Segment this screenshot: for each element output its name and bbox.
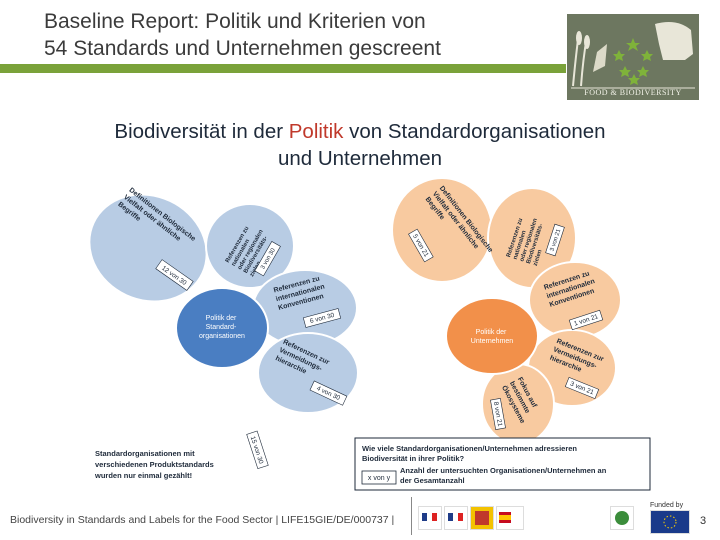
blue-petal-goals (205, 203, 295, 289)
legend-sample-box: x von y (368, 475, 391, 482)
slide-title-line2: 54 Standards und Unternehmen gescreent (44, 37, 441, 60)
policy-diagram: Politik der Standard- organisationen Def… (0, 168, 720, 498)
blue-center-label: Politik der Standard- organisationen (199, 315, 245, 340)
slide-title: Baseline Report: Politik und Kriterien v… (44, 8, 544, 62)
logo-graphic-icon (571, 22, 695, 89)
orange-center (445, 297, 539, 375)
food-biodiversity-logo: FOOD & BIODIVERSITY (567, 14, 699, 100)
logo-text: FOOD & BIODIVERSITY (584, 88, 682, 97)
slide-subtitle: Biodiversität in der Politik von Standar… (20, 118, 700, 172)
legend-explain: Anzahl der untersuchten Organisationen/U… (400, 466, 608, 485)
subtitle-part2: von Standardorganisationen (343, 120, 606, 143)
subtitle-highlight: Politik (288, 120, 344, 143)
footer-divider (411, 497, 412, 535)
partner-logo-ministry-icon (444, 506, 468, 530)
partner-logo-france-icon (418, 506, 442, 530)
partner-logo-dbu-icon (610, 506, 634, 530)
blue-flower: Politik der Standard- organisationen Def… (88, 187, 359, 414)
legend-question: Wie viele Standardorganisationen/Unterne… (362, 444, 579, 463)
slide-title-line1: Baseline Report: Politik und Kriterien v… (44, 10, 426, 33)
orange-flower: Politik der Unternehmen Definitionen Bio… (391, 177, 622, 445)
multi-standards-note: Standardorganisationen mit verschiedenen… (94, 449, 216, 480)
eu-life-logo-icon (650, 510, 690, 534)
blue-center (175, 287, 269, 369)
orange-focus-count: 8 von 21 (492, 401, 503, 427)
orange-center-label: Politik der Unternehmen (471, 329, 514, 345)
footer-project-text: Biodiversity in Standards and Labels for… (10, 514, 395, 526)
partner-logo-spain-icon (496, 506, 524, 530)
title-accent-bar (0, 64, 566, 73)
page-number: 3 (700, 515, 707, 527)
subtitle-line2: und Unternehmen (277, 147, 443, 170)
partner-logo-region-icon (470, 506, 494, 530)
legend-box: Wie viele Standardorganisationen/Unterne… (354, 437, 651, 491)
subtitle-part1: Biodiversität in der (114, 120, 289, 143)
funded-by-label: Funded by (650, 502, 684, 509)
